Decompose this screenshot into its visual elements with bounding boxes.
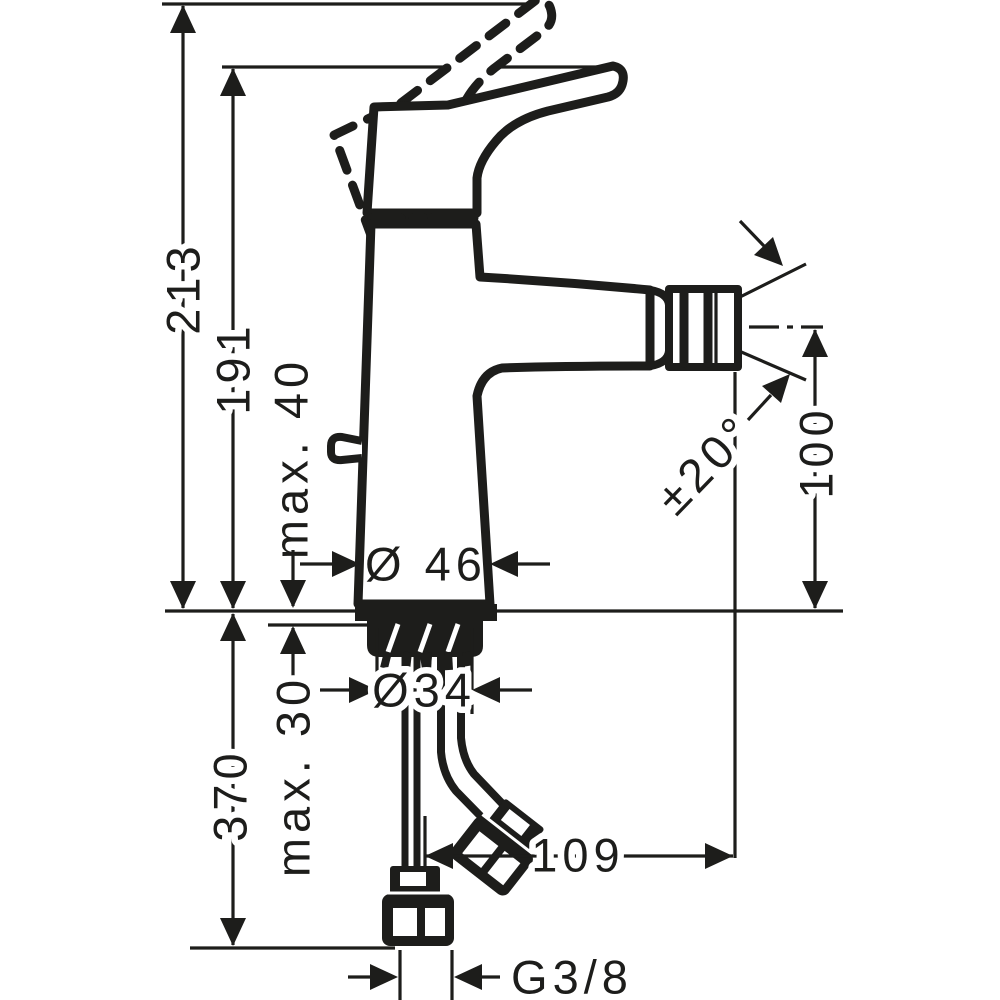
dimension-label-spout-tip-height: 191	[207, 321, 260, 414]
dimension-max30	[280, 626, 306, 686]
dimension-angle	[738, 219, 790, 422]
dimension-label-total-height: 213	[157, 241, 210, 334]
mounting-assembly	[355, 604, 544, 946]
dimension-label-deck-thickness: max. 30	[267, 675, 320, 877]
dimension-d46	[300, 551, 550, 577]
dimension-label-spout-reach: 109	[531, 829, 624, 882]
dimension-label-handle-travel: max. 40	[265, 357, 318, 559]
dimension-label-body-diameter: Ø 46	[365, 538, 487, 591]
body-side-knob	[327, 432, 363, 465]
dimension-213	[170, 5, 196, 609]
aerator	[645, 285, 742, 371]
flange-hatch	[445, 623, 461, 653]
mounting-base-plate	[355, 604, 497, 621]
faucet-body	[353, 219, 655, 609]
flange-hatch	[385, 623, 401, 653]
dimension-label-shank-diameter: Ø34	[372, 664, 476, 717]
handle-lever	[362, 61, 628, 218]
supply-hose-right	[437, 656, 519, 839]
dimension-max40	[280, 550, 306, 608]
dimension-label-spray-angle: ±20°	[645, 404, 764, 525]
pop-up-rod	[420, 656, 432, 702]
flange-hatch	[417, 623, 433, 653]
dimension-109	[425, 843, 733, 869]
supply-hose-left	[401, 656, 421, 868]
dimension-g38	[348, 950, 500, 1000]
dimension-label-hose-length: 370	[204, 748, 257, 841]
dimension-370	[220, 613, 246, 946]
dimension-191	[220, 68, 246, 609]
dimension-label-outlet-height: 100	[790, 405, 843, 498]
hose-connector-left	[382, 866, 454, 946]
faucet	[327, 61, 742, 609]
dimension-100	[802, 329, 828, 609]
dimension-label-connection-thread: G3/8	[511, 951, 633, 1000]
dimension-d34	[320, 628, 532, 714]
